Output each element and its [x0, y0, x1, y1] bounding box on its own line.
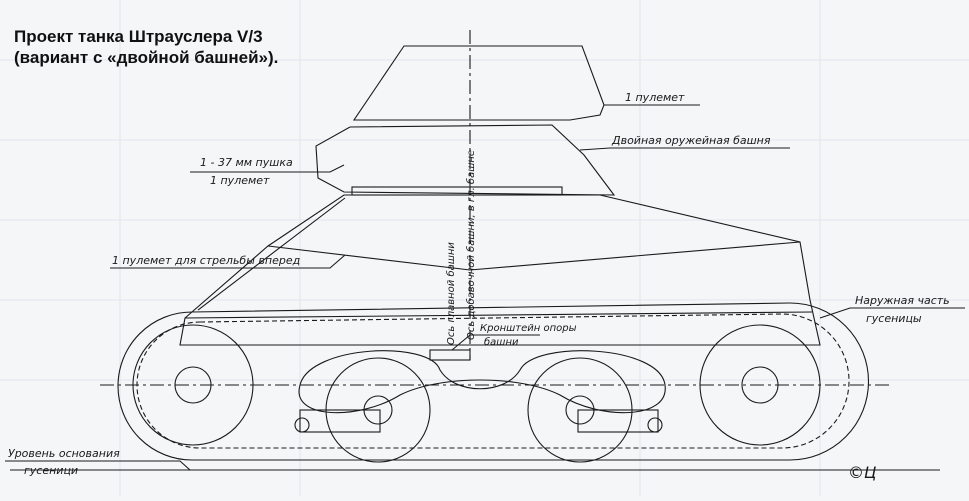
label-ground-line2: гусеници [24, 464, 78, 477]
label-double-turret: Двойная оружейная башня [611, 134, 771, 147]
leader-bracket [451, 334, 540, 351]
label-gun-line2: 1 пулемет [210, 174, 270, 187]
leader-ground [5, 460, 191, 471]
spring-units [294, 409, 663, 433]
axis-label-aux: Ось добавочной башни, в гл. башне [465, 150, 477, 340]
drawing-title: Проект танка Штрауслера V/3 (вариант с «… [14, 26, 278, 68]
hull-belt-line [184, 311, 813, 319]
label-front-mg: 1 пулемет для стрельбы вперед [112, 254, 300, 267]
label-track-line1: Наружная часть [855, 294, 950, 307]
turret-bracket [429, 349, 471, 361]
upper-turret [352, 45, 605, 121]
hull [179, 194, 821, 346]
title-line-1: Проект танка Штрауслера V/3 [14, 27, 263, 46]
label-gun-line1: 1 - 37 мм пушка [200, 156, 293, 169]
leader-gun [190, 164, 345, 173]
leader-track [819, 307, 965, 319]
leader-double-turret [579, 147, 790, 151]
author-signature: ©Ц [848, 463, 876, 482]
title-line-2: (вариант с «двойной башней»). [14, 48, 279, 67]
label-bracket-line2: башни [484, 336, 519, 348]
label-bracket-line1: Кронштейн опоры [480, 323, 577, 334]
leader-front-mg [110, 254, 346, 269]
track-inner-outline [136, 313, 850, 449]
hull-inner-line [267, 241, 801, 271]
suspension-bogie [298, 350, 666, 414]
axis-label-main: Ось главной башни [445, 242, 457, 345]
label-track-line2: гусеницы [866, 312, 922, 325]
track-outline [117, 302, 870, 461]
label-mg-top: 1 пулемет [625, 91, 685, 104]
double-turret [315, 124, 616, 196]
label-ground-line1: Уровень основания [8, 447, 120, 460]
front-mg-line [197, 197, 346, 311]
